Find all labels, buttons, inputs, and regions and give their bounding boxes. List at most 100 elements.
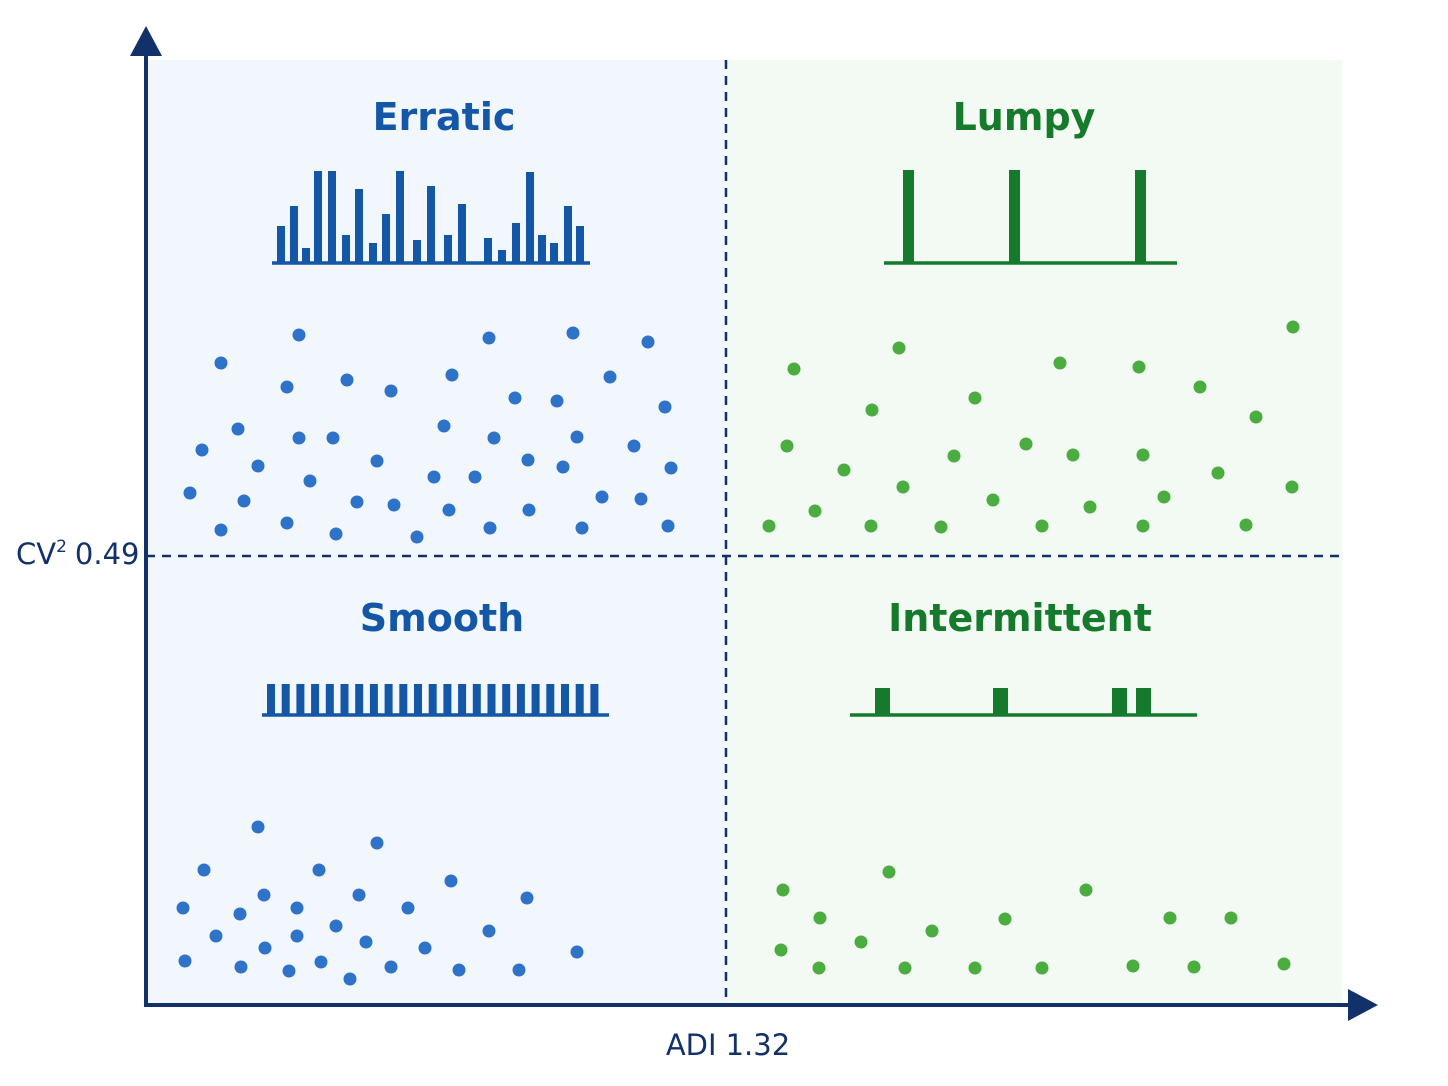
scatter-dot (214, 523, 228, 537)
scatter-dot (1066, 448, 1080, 462)
right-region-background (726, 60, 1342, 1005)
icon-bar (561, 684, 569, 715)
scatter-dot (483, 521, 497, 535)
icon-bar (340, 684, 349, 715)
scatter-dot (257, 888, 271, 902)
scatter-dot (641, 335, 655, 349)
scatter-dot (892, 341, 906, 355)
icon-bar (502, 684, 511, 715)
scatter-dot (1136, 519, 1150, 533)
scatter-dot (522, 503, 536, 517)
scatter-dot (350, 495, 364, 509)
scatter-dot (280, 516, 294, 530)
scatter-dot (258, 941, 272, 955)
icon-bar (458, 204, 466, 263)
smooth-dots (176, 820, 584, 986)
scatter-dot (482, 331, 496, 345)
icon-bar (531, 684, 540, 715)
scatter-dot (575, 521, 589, 535)
scatter-dot (482, 924, 496, 938)
scatter-dot (1157, 490, 1171, 504)
scatter-dot (947, 449, 961, 463)
scatter-dot (401, 901, 415, 915)
left-region-background (146, 60, 726, 1005)
erratic-demand-icon (272, 171, 590, 265)
scatter-dot (1079, 883, 1093, 897)
icon-bar (875, 688, 890, 715)
icon-bar (384, 684, 393, 715)
scatter-dot (925, 924, 939, 938)
icon-bar (993, 688, 1008, 715)
icon-bar (1135, 170, 1146, 263)
y-axis-superscript: 2 (56, 537, 67, 557)
icon-bar (1136, 688, 1151, 715)
icon-bar (575, 684, 584, 715)
x-axis-value: 1.32 (726, 1028, 791, 1062)
scatter-dot (314, 955, 328, 969)
scatter-dot (442, 503, 456, 517)
x-axis-arrowhead (1348, 989, 1378, 1021)
scatter-dot (812, 961, 826, 975)
scatter-dot (312, 863, 326, 877)
scatter-dot (1277, 957, 1291, 971)
icon-bar (498, 250, 506, 263)
icon-bar (444, 235, 452, 263)
erratic-title: Erratic (373, 95, 516, 139)
icon-bar (267, 684, 275, 715)
scatter-dot (1126, 959, 1140, 973)
scatter-dot (340, 373, 354, 387)
icon-bar (396, 171, 404, 263)
icon-bar (302, 248, 310, 263)
icon-bar (550, 243, 558, 263)
icon-bar (399, 684, 408, 715)
intermittent-dots (774, 865, 1291, 975)
intermittent-demand-icon (850, 688, 1197, 717)
y-axis-arrowhead (130, 26, 162, 56)
icon-bar (526, 172, 534, 263)
scatter-dot (1163, 911, 1177, 925)
scatter-dot (776, 883, 790, 897)
icon-bar (1009, 170, 1020, 263)
scatter-dot (234, 960, 248, 974)
scatter-dot (183, 486, 197, 500)
scatter-dot (231, 422, 245, 436)
scatter-dot (292, 431, 306, 445)
icon-bar (487, 684, 496, 715)
smooth-title: Smooth (360, 596, 524, 640)
scatter-dot (237, 494, 251, 508)
scatter-dot (603, 370, 617, 384)
scatter-dot (359, 935, 373, 949)
icon-bar (564, 206, 572, 263)
icon-bar (576, 226, 584, 263)
scatter-dot (658, 400, 672, 414)
icon-bar (472, 684, 481, 715)
y-axis-value: 0.49 (75, 537, 140, 571)
icon-bar (277, 226, 285, 263)
icon-bar (414, 684, 422, 715)
x-axis-threshold-label: ADI 1.32 (666, 1028, 790, 1062)
scatter-dot (968, 961, 982, 975)
scatter-dot (251, 459, 265, 473)
scatter-dot (214, 356, 228, 370)
scatter-dot (774, 943, 788, 957)
scatter-dot (1193, 380, 1207, 394)
icon-bar (538, 235, 546, 263)
icon-bar (342, 235, 350, 263)
icon-bar (458, 684, 467, 715)
scatter-dot (762, 519, 776, 533)
icon-bar (296, 684, 305, 715)
scatter-dot (968, 391, 982, 405)
scatter-dot (1286, 320, 1300, 334)
scatter-dot (195, 443, 209, 457)
intermittent-title: Intermittent (888, 596, 1152, 640)
scatter-dot (998, 912, 1012, 926)
scatter-dot (787, 362, 801, 376)
erratic-dots (183, 326, 678, 544)
scatter-dot (290, 929, 304, 943)
x-axis-name: ADI (666, 1028, 717, 1062)
scatter-dot (329, 527, 343, 541)
lumpy-title: Lumpy (953, 95, 1096, 139)
icon-bar (325, 684, 334, 715)
icon-bar (413, 240, 421, 263)
